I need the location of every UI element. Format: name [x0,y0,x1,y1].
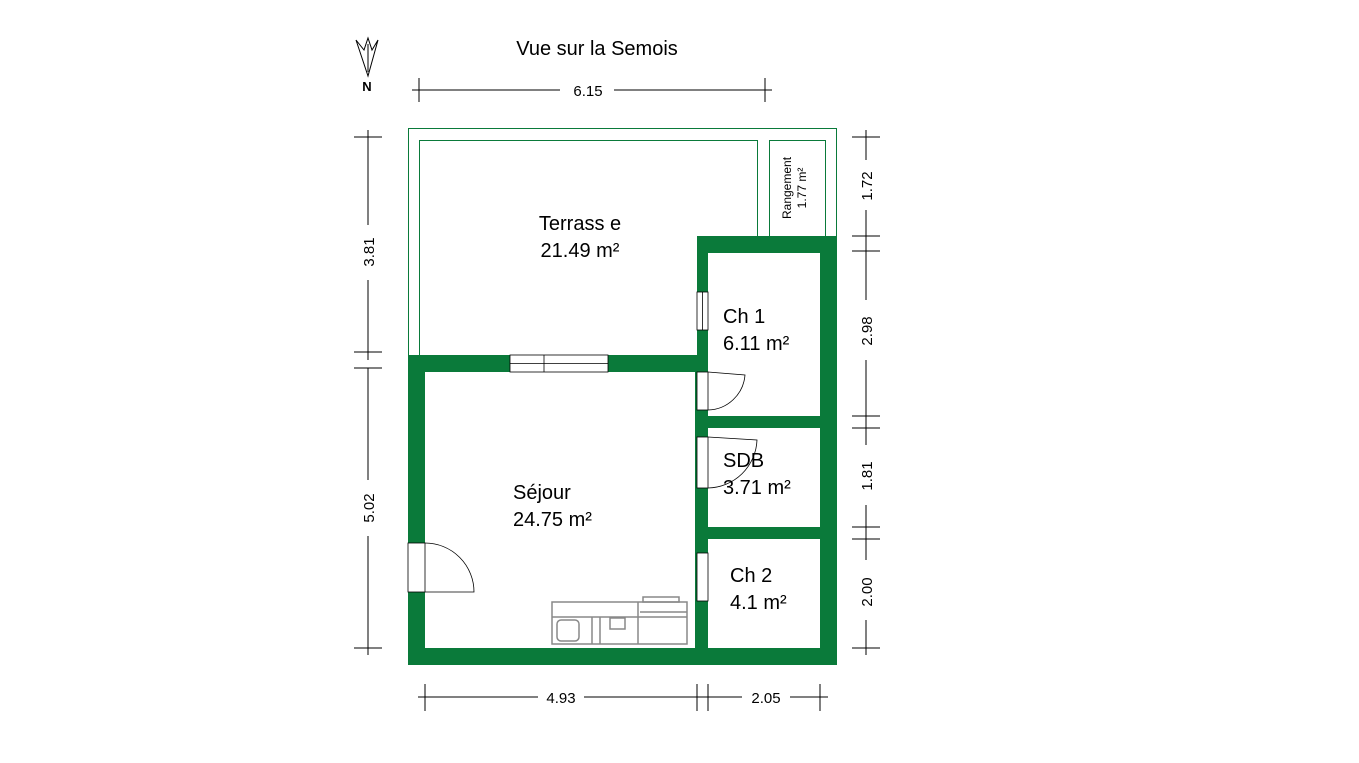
door-entrance[interactable] [407,542,475,593]
north-arrow-icon [355,36,379,78]
window-ch1 [696,291,709,331]
ch1-area: 6.11 m² [723,333,790,355]
rangement-area: 1.77 m² [795,168,809,209]
room-ch2[interactable] [708,539,820,648]
room-sdb[interactable] [708,428,820,527]
ch1-name: Ch 1 [723,306,765,328]
sink-icon [556,619,580,642]
ch2-area: 4.1 m² [730,592,787,614]
kitchen-counter [551,596,688,645]
dimension-right-1: 1.72 [859,171,876,200]
room-ch1[interactable] [708,253,820,416]
dimension-right-3: 1.81 [859,461,876,490]
dimension-bottom-right: 2.05 [751,690,780,707]
dimension-left [354,130,382,655]
sejour-area: 24.75 m² [513,509,592,531]
stove-icon [642,596,680,603]
dimension-right-4: 2.00 [859,577,876,606]
dimension-left-lower: 5.02 [361,493,378,522]
ch2-name: Ch 2 [730,565,772,587]
plan-title: Vue sur la Semois [516,38,678,60]
dimension-top-label: 6.15 [573,83,602,100]
window-sejour [509,354,609,373]
terrasse-area: 21.49 m² [541,240,620,262]
dimension-top [412,78,772,102]
dimension-left-upper: 3.81 [361,237,378,266]
door-ch2[interactable] [696,552,709,602]
sejour-name: Séjour [513,482,571,504]
terrasse-name: Terrass e [539,213,621,235]
dimension-right-2: 2.98 [859,316,876,345]
door-ch1[interactable] [696,371,746,411]
door-sdb[interactable] [696,436,758,489]
rangement-name: Rangement [780,156,794,219]
dimension-bottom [418,684,828,711]
sdb-area: 3.71 m² [723,477,791,499]
dimension-right [852,130,880,655]
dimension-bottom-left: 4.93 [546,690,575,707]
sdb-name: SDB [723,450,764,472]
north-label: N [362,79,371,94]
